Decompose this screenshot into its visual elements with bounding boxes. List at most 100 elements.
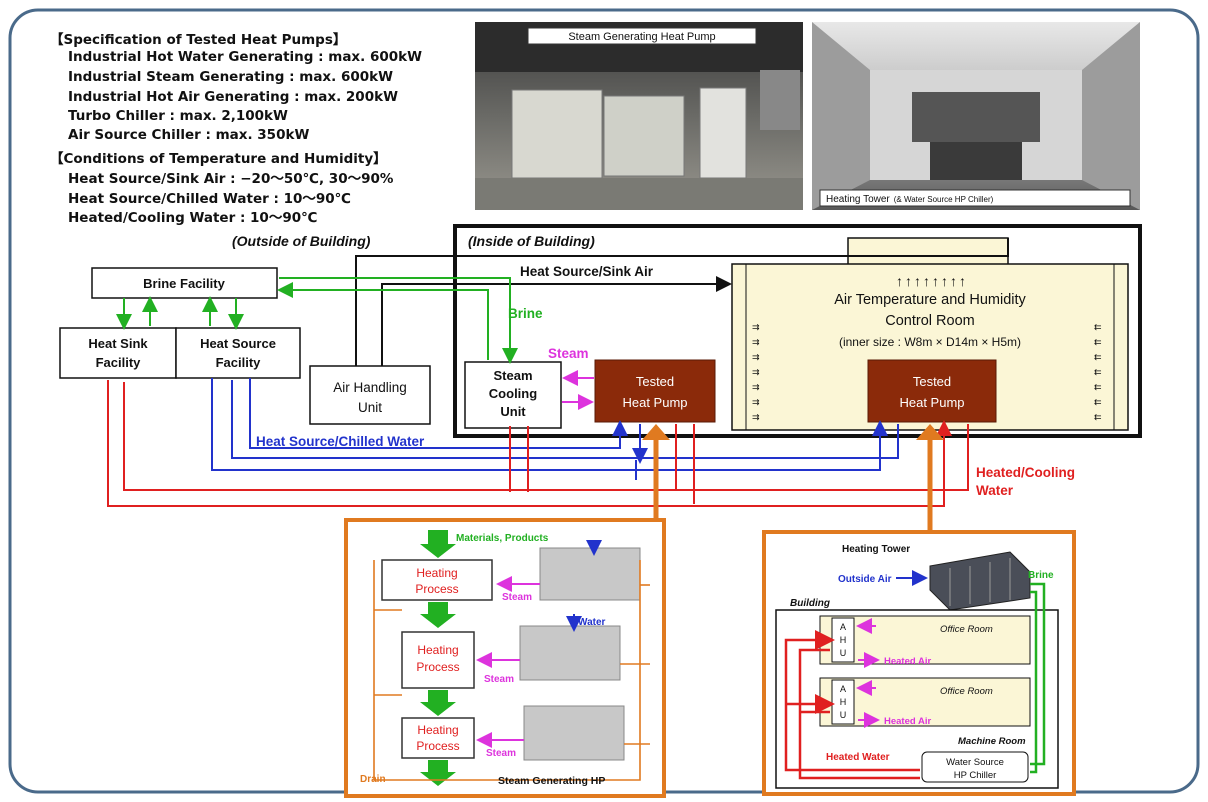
process-3-line2: Process [416,739,459,753]
hp-chiller-box [922,752,1028,782]
office-room-2 [820,678,1030,726]
machine-room-label: Machine Room [958,736,1026,747]
ahu1-u: U [840,648,847,658]
svg-text:⇇: ⇇ [1094,382,1102,392]
room-size-label: (inner size : W8m × D14m × H5m) [839,335,1021,349]
air-flow-lines [356,238,1008,366]
tested-hp-right-line1: Tested [913,374,951,389]
building-label: Building [790,598,830,609]
tested-hp-right-line2: Heat Pump [899,395,964,410]
process-green-arrows [420,530,456,786]
ahu2-a: A [840,684,846,694]
steam-cooling-line3: Unit [500,404,526,419]
process-water-label: Water [578,617,606,628]
svg-text:⇇: ⇇ [1094,367,1102,377]
brine-facility-box [92,268,277,298]
tested-heat-pump-right [868,360,996,422]
heat-source-line2: Facility [216,355,262,370]
orange-arrow-left-head [642,424,670,440]
heating-process-boxes [382,560,492,758]
brine-flow-label: Brine [508,306,543,321]
tested-hp-left-line2: Heat Pump [622,395,687,410]
spec-line-chilled-condition: Heat Source/Chilled Water : 10〜90℃ [68,187,351,207]
tower-green-pipes [1030,584,1044,772]
ahu-box-1 [832,618,854,662]
process-panel [346,520,664,796]
heated-air-label-2: Heated Air [884,716,931,727]
process-steam-label-3: Steam [486,748,516,759]
office-room-1-label: Office Room [940,624,993,635]
heat-sink-line2: Facility [96,355,142,370]
brine-flow-lines [124,278,510,360]
tested-hp-left-line1: Tested [636,374,674,389]
tower-panel-title: Heating Tower [842,544,910,555]
svg-text:⇉: ⇉ [752,397,760,407]
room-title-line1: Air Temperature and Humidity [834,292,1026,308]
process-caption: Steam Generating HP [498,775,605,787]
materials-label: Materials, Products [456,533,549,544]
svg-text:⇉: ⇉ [752,352,760,362]
steam-hp-caption: Steam Generating Heat Pump [568,31,715,43]
process-1-line2: Process [415,582,458,596]
spec-line-steam: Industrial Steam Generating : max. 600kW [68,69,393,85]
spec-line-air-chiller: Air Source Chiller : max. 350kW [68,127,309,143]
heated-air-arrows [858,626,876,720]
room-title-line2: Control Room [885,313,974,329]
heated-air-label-1: Heated Air [884,656,931,667]
svg-text:⇇: ⇇ [1094,397,1102,407]
chilled-water-label: Heat Source/Chilled Water [256,434,425,449]
heated-water-tower-label: Heated Water [826,752,890,763]
tower-unit-image [930,552,1030,610]
steam-cooling-line2: Cooling [489,386,537,401]
orange-connectors [656,438,930,530]
air-flow-label: Heat Source/Sink Air [520,264,654,279]
office-room-1 [820,616,1030,664]
ahu1-h: H [840,635,847,645]
heated-water-label-line2: Water [976,483,1014,498]
process-steam-label-1: Steam [502,592,532,603]
svg-text:⇉: ⇉ [752,382,760,392]
process-machines [520,548,640,760]
svg-text:⇇: ⇇ [1094,352,1102,362]
tower-panel [764,532,1074,794]
spec-line-turbo-chiller: Turbo Chiller : max. 2,100kW [68,108,288,124]
ahu2-h: H [840,697,847,707]
heating-tower-photo [812,22,1140,210]
ahu2-u: U [840,710,847,720]
orange-arrow-right-head [916,424,944,440]
outside-building-label: (Outside of Building) [232,233,371,249]
heat-source-line1: Heat Source [200,336,276,351]
inside-building-label: (Inside of Building) [468,233,595,249]
room-side-arrows-right: ⇇⇇⇇⇇⇇⇇⇇ [1094,322,1102,422]
heat-sink-line1: Heat Sink [88,336,148,351]
hp-chiller-line2: HP Chiller [954,770,997,781]
building-box [776,610,1058,788]
spec-heading-tested-heat-pumps: 【Specification of Tested Heat Pumps】 [50,28,346,48]
air-handling-unit-box [310,366,430,424]
control-room-inner-box [746,264,1114,430]
brine-facility-label: Brine Facility [143,276,225,291]
svg-text:⇇: ⇇ [1094,322,1102,332]
process-3-line1: Heating [417,723,458,737]
heating-tower-caption: Heating Tower(& Water Source HP Chiller) [826,194,994,205]
process-steam-label-2: Steam [484,674,514,685]
process-steam-arrows [480,584,540,740]
process-orange-loop [374,560,650,780]
room-up-arrows: ↑↑↑↑↑↑↑↑ [896,273,968,289]
spec-line-hot-air: Industrial Hot Air Generating : max. 200… [68,89,398,105]
process-2-line2: Process [416,660,459,674]
ahu-line2: Unit [358,400,382,415]
office-room-2-label: Office Room [940,686,993,697]
svg-text:⇉: ⇉ [752,337,760,347]
steam-cooling-line1: Steam [493,368,532,383]
process-1-line1: Heating [416,566,457,580]
hp-chiller-line1: Water Source [946,757,1004,768]
spec-heading-conditions: 【Conditions of Temperature and Humidity】 [50,147,387,167]
room-side-arrows-left: ⇉⇉⇉⇉⇉⇉⇉ [752,322,760,422]
svg-text:⇉: ⇉ [752,412,760,422]
tower-red-pipes [786,640,920,778]
chilled-water-lines [212,378,898,480]
svg-text:⇇: ⇇ [1094,412,1102,422]
inside-building-frame [455,226,1140,436]
outside-air-label: Outside Air [838,574,892,585]
